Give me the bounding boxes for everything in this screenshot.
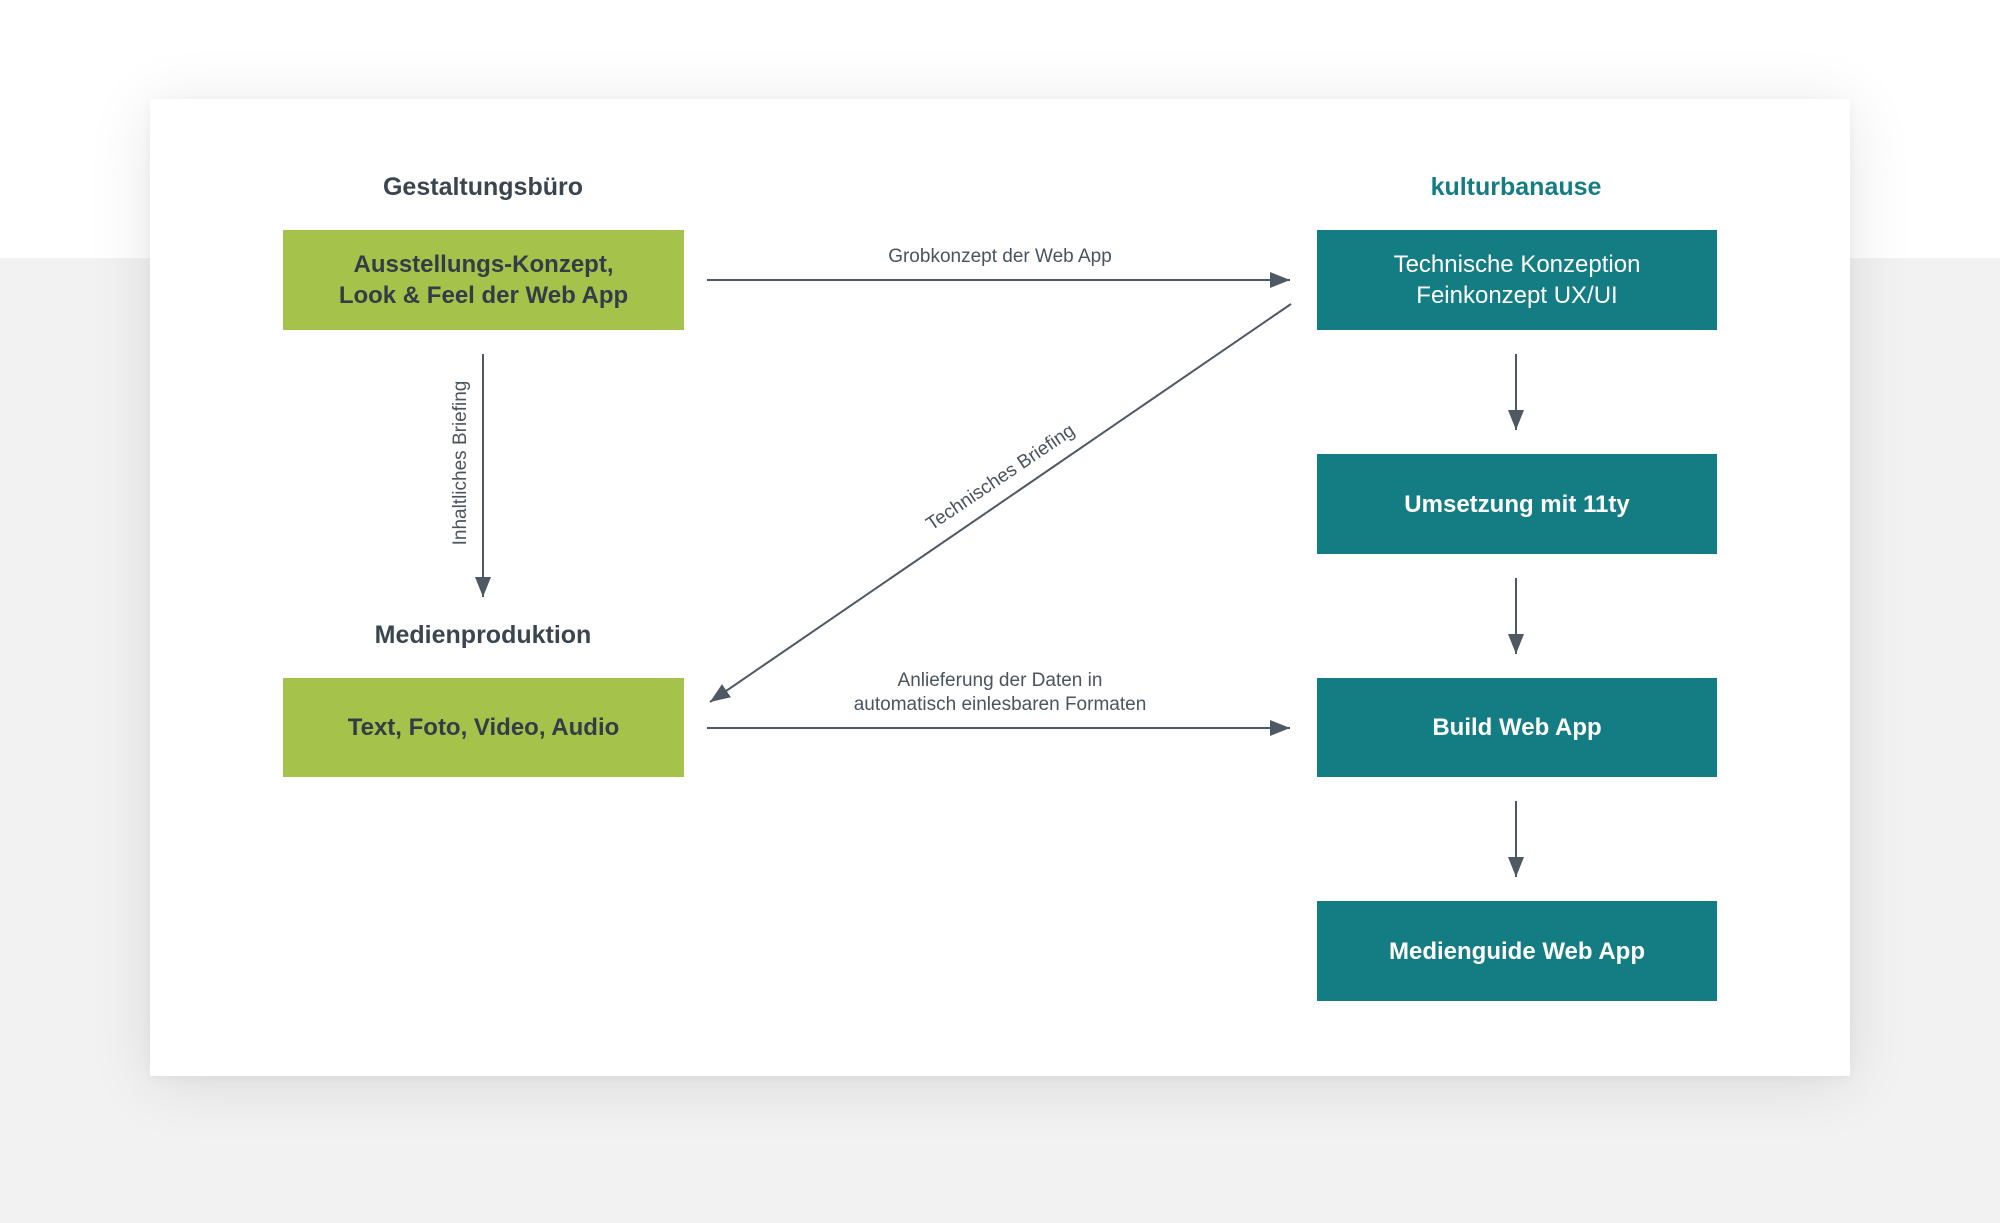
box-umsetzung: Umsetzung mit 11ty [1317,454,1717,554]
box-technische-konzeption-label: Technische Konzeption Feinkonzept UX/UI [1393,251,1641,309]
box-build-web-app-label: Build Web App [1432,714,1602,741]
heading-gestaltungsbuero: Gestaltungsbüro [382,173,583,201]
box-technische-konzeption: Technische Konzeption Feinkonzept UX/UI [1317,230,1717,330]
heading-kulturbanause: kulturbanause [1430,173,1602,201]
label-anlieferung: Anlieferung der Daten in automatisch ein… [853,670,1147,715]
box-medienguide-web-app: Medienguide Web App [1317,901,1717,1001]
box-ausstellungs-konzept-label: Ausstellungs-Konzept, Look & Feel der We… [338,251,629,309]
box-ausstellungs-konzept: Ausstellungs-Konzept, Look & Feel der We… [283,230,684,330]
arrow-technisches-briefing [709,303,1292,703]
box-umsetzung-label: Umsetzung mit 11ty [1404,490,1630,518]
box-medienguide-web-app-label: Medienguide Web App [1389,937,1645,965]
box-build-web-app: Build Web App [1317,678,1717,777]
label-inhaltliches-briefing: Inhaltliches Briefing [450,380,471,546]
box-medienproduktion-inhalte: Text, Foto, Video, Audio [283,678,684,777]
heading-medienproduktion: Medienproduktion [374,621,592,649]
box-medienproduktion-inhalte-label: Text, Foto, Video, Audio [347,714,620,741]
label-grobkonzept: Grobkonzept der Web App [888,246,1112,267]
